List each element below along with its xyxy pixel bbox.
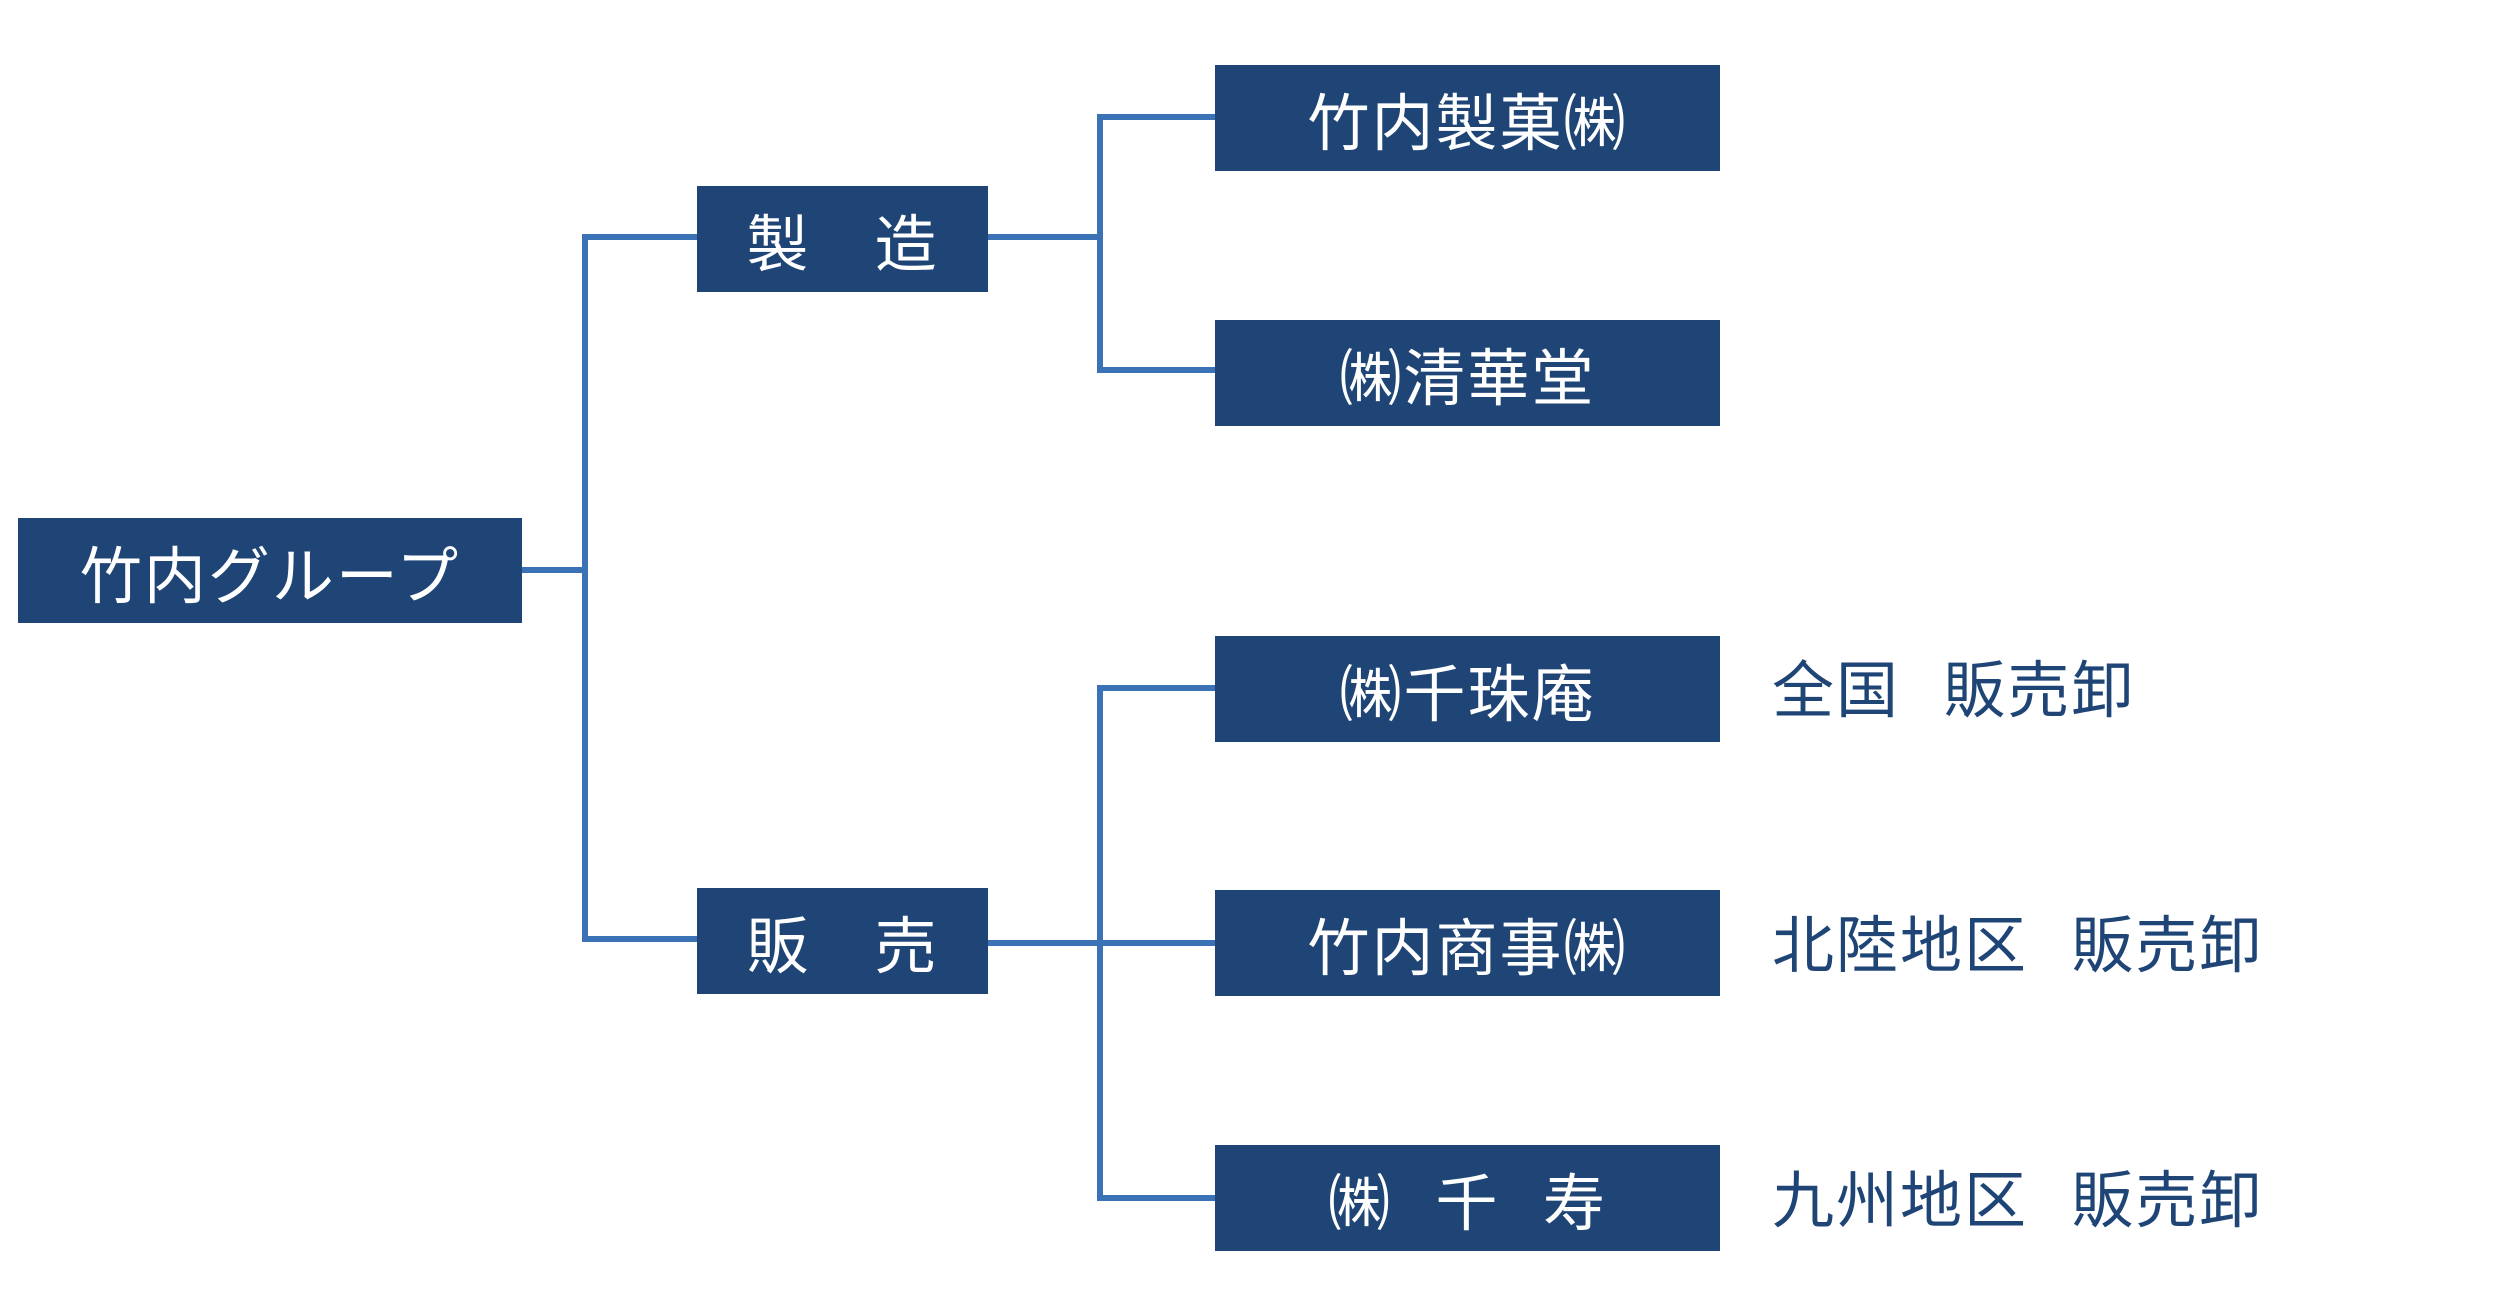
company-seikado: ㈱清華堂 (1215, 320, 1720, 426)
division-sales: 販 売 (697, 888, 988, 994)
company-takeuchi-seika: 竹内製菓㈱ (1215, 65, 1720, 171)
note-senjuan: 全国 販売卸 (1772, 654, 2136, 727)
company-takeuchi-shoji: 竹内商事㈱ (1215, 890, 1720, 996)
note-senju: 九州地区 販売卸 (1772, 1164, 2264, 1237)
company-senjuan: ㈱千珠庵 (1215, 636, 1720, 742)
company-senju: ㈱ 千 寿 (1215, 1145, 1720, 1251)
root-node: 竹内グループ (18, 518, 522, 623)
note-takeuchi-shoji: 北陸地区 販売卸 (1772, 909, 2264, 982)
division-manufacturing: 製 造 (697, 186, 988, 292)
